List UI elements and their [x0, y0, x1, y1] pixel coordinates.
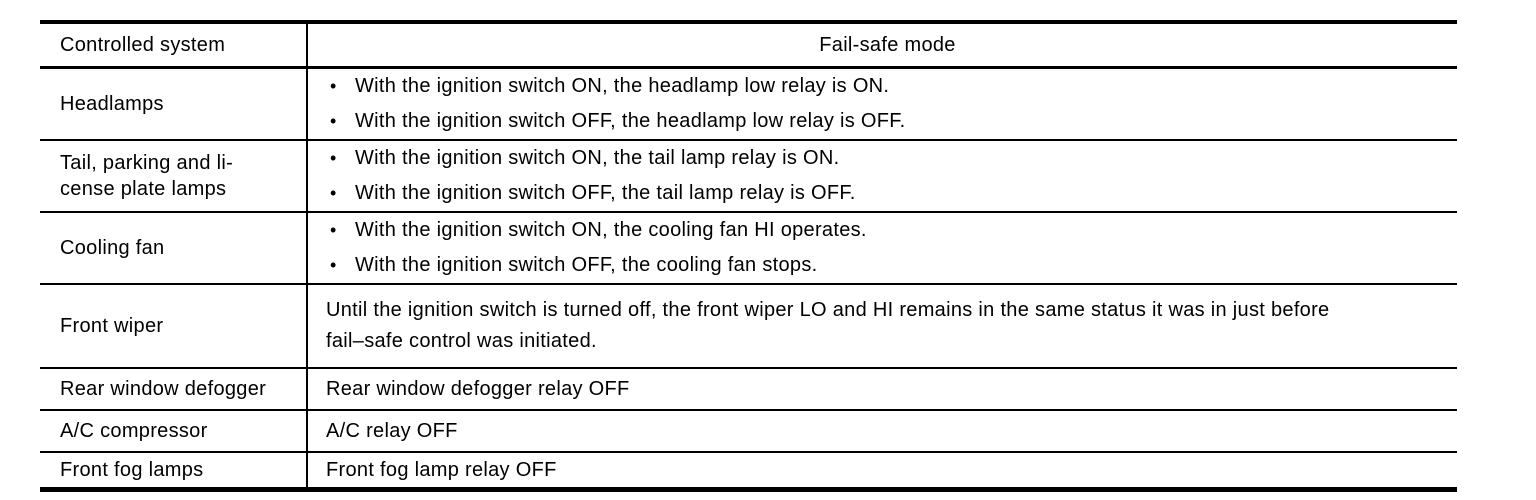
- fail-safe-mode-cell: Rear window defogger relay OFF: [326, 378, 630, 400]
- bullet-icon: •: [330, 76, 337, 96]
- table-row-rear-defogger: Rear window defogger Rear window defogge…: [40, 369, 1457, 411]
- fail-safe-table: Controlled system Fail-safe mode Headlam…: [40, 20, 1457, 492]
- bullet-text: With the ignition switch OFF, the headla…: [355, 110, 906, 132]
- bullet-line: • With the ignition switch ON, the cooli…: [326, 213, 1449, 248]
- bullet-line: • With the ignition switch OFF, the cool…: [326, 248, 1449, 283]
- bullet-icon: •: [330, 111, 337, 131]
- fail-safe-mode-cell: • With the ignition switch ON, the cooli…: [308, 213, 1457, 283]
- controlled-system-cell: A/C compressor: [40, 411, 308, 451]
- header-controlled-system: Controlled system: [40, 24, 308, 66]
- controlled-system-cell: Front fog lamps: [40, 453, 308, 487]
- bullet-text: With the ignition switch OFF, the coolin…: [355, 254, 818, 276]
- table-row-cooling-fan: Cooling fan • With the ignition switch O…: [40, 213, 1457, 285]
- header-fail-safe-mode: Fail-safe mode: [819, 34, 956, 56]
- fail-safe-mode-cell: Front fog lamp relay OFF: [326, 459, 557, 481]
- fail-safe-mode-cell: Until the ignition switch is turned off,…: [326, 299, 1330, 352]
- bullet-line: • With the ignition switch ON, the tail …: [326, 141, 1449, 176]
- controlled-system-cell: Rear window defogger: [40, 369, 308, 409]
- bullet-line: • With the ignition switch OFF, the tail…: [326, 176, 1449, 211]
- table-row-front-wiper: Front wiper Until the ignition switch is…: [40, 285, 1457, 369]
- table-row-front-fog-lamps: Front fog lamps Front fog lamp relay OFF: [40, 453, 1457, 487]
- bullet-icon: •: [330, 148, 337, 168]
- bullet-text: With the ignition switch OFF, the tail l…: [355, 182, 856, 204]
- table-row-ac-compressor: A/C compressor A/C relay OFF: [40, 411, 1457, 453]
- controlled-system-cell: Front wiper: [40, 285, 308, 367]
- fail-safe-mode-cell: A/C relay OFF: [326, 420, 458, 442]
- table-row-tail-lamps: Tail, parking and li- cense plate lamps …: [40, 141, 1457, 213]
- bullet-text: With the ignition switch ON, the cooling…: [355, 219, 867, 241]
- controlled-system-cell: Cooling fan: [40, 213, 308, 283]
- bullet-line: • With the ignition switch OFF, the head…: [326, 104, 1449, 139]
- bullet-icon: •: [330, 220, 337, 240]
- bullet-text: With the ignition switch ON, the headlam…: [355, 75, 890, 97]
- table-header-row: Controlled system Fail-safe mode: [40, 24, 1457, 69]
- bullet-text: With the ignition switch ON, the tail la…: [355, 147, 840, 169]
- bullet-icon: •: [330, 183, 337, 203]
- controlled-system-cell: Tail, parking and li- cense plate lamps: [40, 141, 308, 211]
- bullet-icon: •: [330, 255, 337, 275]
- table-row-headlamps: Headlamps • With the ignition switch ON,…: [40, 69, 1457, 141]
- fail-safe-mode-cell: • With the ignition switch ON, the headl…: [308, 69, 1457, 139]
- controlled-system-cell: Headlamps: [40, 69, 308, 139]
- fail-safe-mode-cell: • With the ignition switch ON, the tail …: [308, 141, 1457, 211]
- bullet-line: • With the ignition switch ON, the headl…: [326, 69, 1449, 104]
